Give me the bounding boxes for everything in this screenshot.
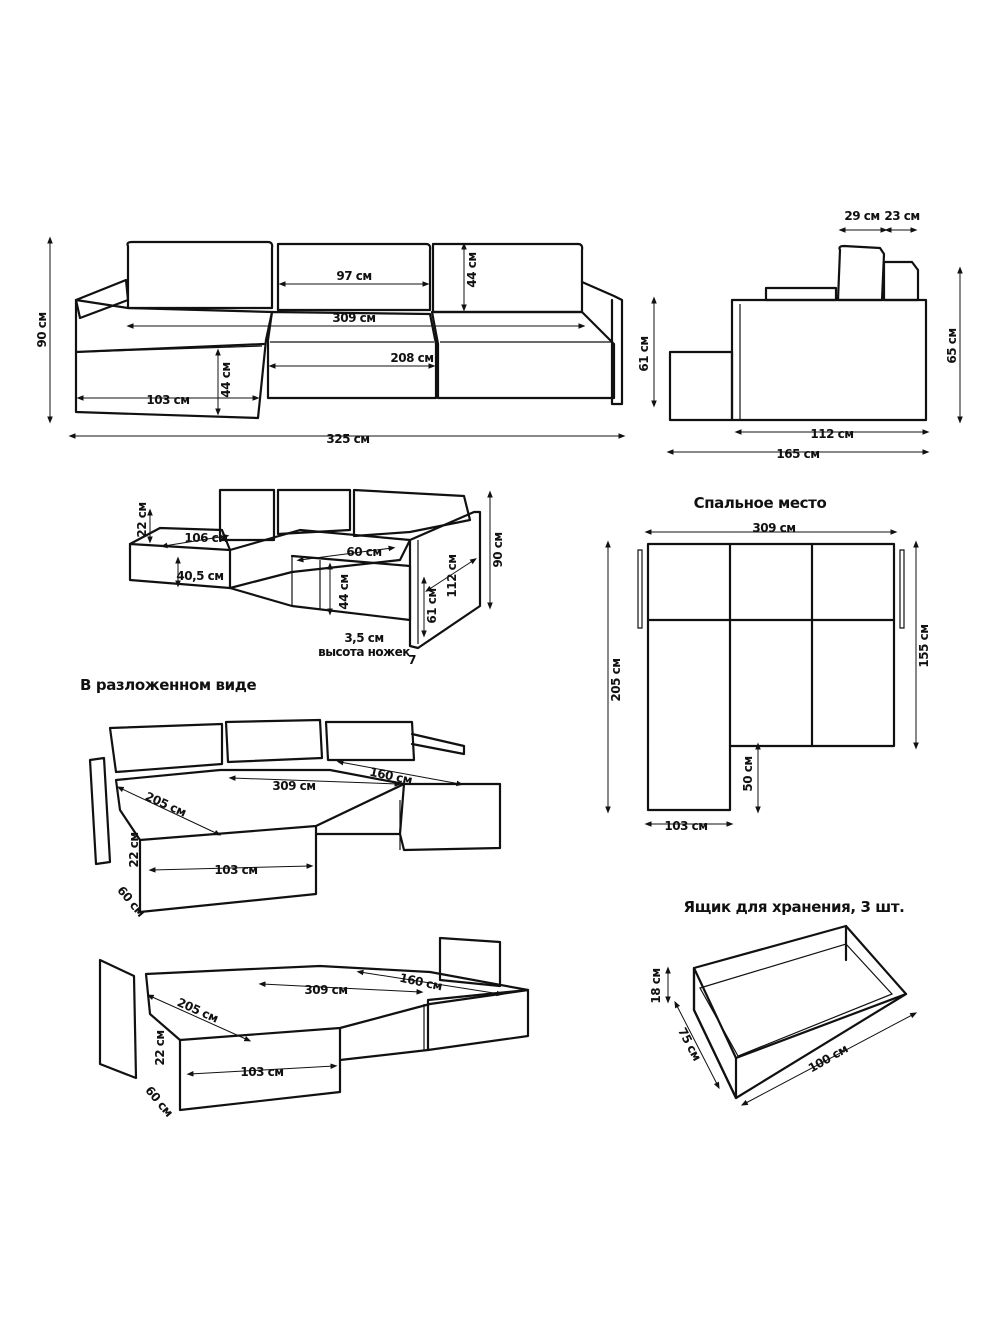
persp-cushion-2 [276,488,352,536]
dim-box-depth: 75 см [675,1025,704,1063]
dim-persp-armrest-depth: 112 см [445,554,459,597]
unfolded-title: В разложенном виде [80,676,256,694]
dim-sleep-width: 309 см [752,521,795,535]
dim-sleep-length: 205 см [609,658,623,701]
dim-leg-height: 3,5 см [344,631,383,645]
dim-persp-chaise-length: 106 см [184,531,227,545]
dim-box-height: 18 см [649,968,663,1003]
perspective-view: 22 см 106 см 40,5 см 60 см 44 см 112 см … [128,488,505,667]
seat-right [430,310,616,400]
persp-seat-top [228,528,412,590]
dim-sleep-ext-depth: 50 см [741,756,755,791]
dim-chaise-height: 44 см [219,362,233,397]
dim-total-depth: 165 см [776,447,819,461]
storage-box-body [692,924,908,1100]
leg-height-label: высота ножек [318,645,410,659]
dim-sleep-ext-width: 103 см [664,819,707,833]
unfolded-view-1: 205 см 309 см 160 см 22 см 103 см 60 см [88,718,502,919]
dim-seat-width: 208 см [390,351,433,365]
dim-sleep-main-depth: 155 см [917,624,931,667]
sleeping-area: Спальное место 309 см 205 см 155 см 50 с… [605,494,931,833]
dim-back-depth: 29 см [844,209,879,223]
side-drawer [668,350,734,422]
dim-unf1-length: 205 см [143,789,188,819]
dim-unf1-width: 309 см [272,779,315,793]
dim-box-width: 100 см [806,1042,850,1076]
dim-unf2-width: 309 см [304,983,347,997]
left-armrest [74,278,130,320]
dim-cushion-width: 97 см [336,269,371,283]
chaise [74,298,274,420]
dim-unf2-chaise-depth: 60 см [142,1083,175,1119]
right-armrest [580,280,624,406]
dim-persp-armrest-height: 61 см [425,588,439,623]
dim-unf1-chaise-depth: 60 см [114,883,147,919]
dim-cushion-height: 44 см [465,252,479,287]
dim-chaise-width: 103 см [146,393,189,407]
back-cushion-left [126,240,274,310]
dim-seat-depth: 112 см [810,427,853,441]
unfolded-view-2: 205 см 309 см 160 см 22 см 103 см 60 см [98,936,530,1119]
side-back-cushion [836,244,886,302]
unfolded1-left-armrest [88,756,112,866]
back-cushion-right [431,242,584,314]
dim-unf2-chaise-width: 103 см [240,1065,283,1079]
dim-total-width: 325 см [326,432,369,446]
storage-box: Ящик для хранения, 3 шт. 18 см 75 см 100… [649,898,918,1106]
persp-cushion-3 [352,488,472,538]
storage-box-title: Ящик для хранения, 3 шт. [684,898,905,916]
persp-armrest [408,510,482,650]
dim-unf2-chaise-side: 22 см [153,1030,167,1065]
dim-side-height: 65 см [945,328,959,363]
dim-persp-total-height: 90 см [491,532,505,567]
dim-persp-seat-depth: 60 см [346,545,381,559]
dim-unf1-chaise-side: 22 см [127,832,141,867]
unfolded2-left-armrest [98,958,138,1080]
unfolded1-chaise-front [138,824,318,914]
front-view: 90 см 97 см 44 см 309 см 208 см 44 см 10… [35,236,657,446]
unfolded2-bed-top [144,964,530,1042]
sleeping-area-title: Спальное место [694,494,827,512]
back-cushion-middle [276,242,432,312]
dim-depth-total: 90 см [35,312,49,347]
sleeping-area-outline [646,542,896,812]
dim-inner-width: 309 см [332,311,375,325]
side-pillow [882,260,920,302]
dim-unf1-chaise-width: 103 см [214,863,257,877]
leg-marker: 7 [408,653,416,667]
dim-persp-chaise-side: 22 см [135,502,149,537]
dim-unf2-length: 205 см [175,995,220,1025]
dim-pillow-depth: 23 см [884,209,919,223]
seat-middle [266,310,438,400]
dim-armrest-height: 61 см [637,336,651,371]
side-view: 29 см 23 см 65 см 112 см 165 см [666,209,963,461]
side-seat-cushion [764,286,838,302]
dim-persp-seat-height: 44 см [337,574,351,609]
persp-cushion-1 [218,488,276,542]
side-body [730,298,928,422]
dim-persp-chaise-height: 40,5 см [176,569,223,583]
